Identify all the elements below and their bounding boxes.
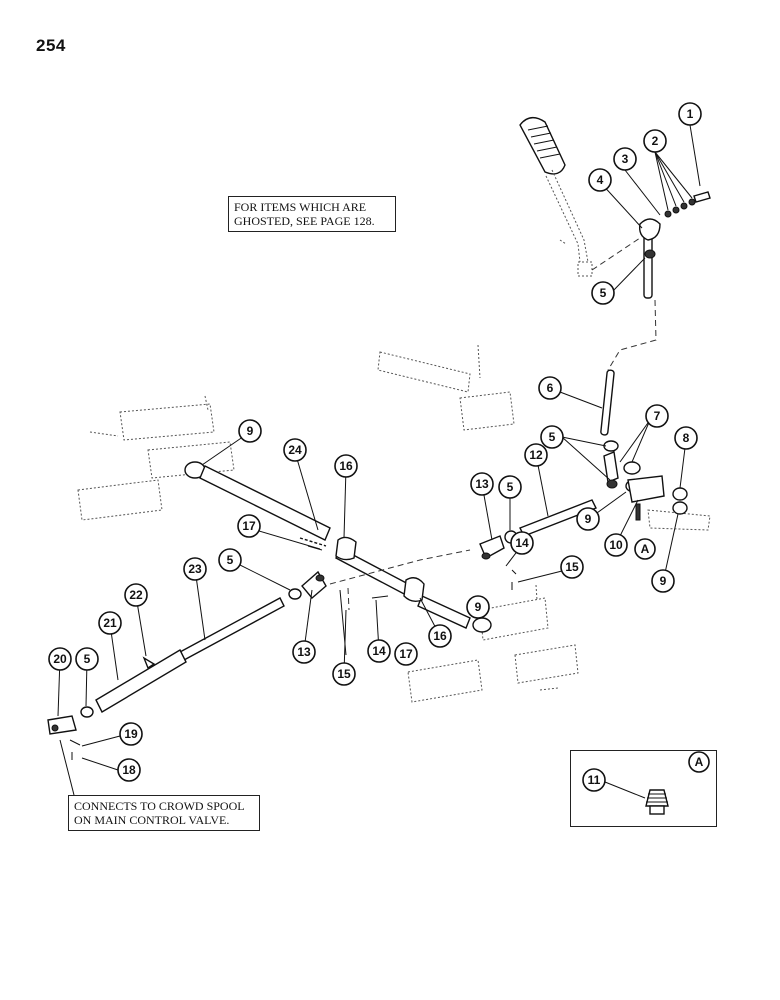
callout-9: 9: [238, 419, 262, 443]
callout-7: 7: [645, 404, 669, 428]
svg-text:16: 16: [433, 629, 447, 643]
callout-14: 14: [367, 639, 391, 663]
callout-9: 9: [466, 595, 490, 619]
page-number: 254: [36, 36, 66, 55]
svg-text:13: 13: [475, 477, 489, 491]
callout-2: 2: [643, 129, 667, 153]
callout-13: 13: [470, 472, 494, 496]
right-linkage: [603, 440, 688, 521]
callout-24: 24: [283, 438, 307, 462]
svg-text:9: 9: [585, 512, 592, 526]
callout-12: 12: [524, 443, 548, 467]
svg-text:18: 18: [122, 763, 136, 777]
callout-22: 22: [124, 583, 148, 607]
svg-text:5: 5: [549, 430, 556, 444]
callout-9: 9: [651, 569, 675, 593]
svg-text:20: 20: [53, 652, 67, 666]
svg-text:14: 14: [372, 644, 386, 658]
callout-14: 14: [510, 531, 534, 555]
callout-18: 18: [117, 758, 141, 782]
callout-16: 16: [428, 624, 452, 648]
control-lever: [519, 117, 593, 277]
callout-11: 11: [582, 768, 606, 792]
svg-text:4: 4: [597, 173, 604, 187]
svg-text:A: A: [695, 755, 704, 769]
callout-15: 15: [560, 555, 584, 579]
callout-5: 5: [498, 475, 522, 499]
svg-text:9: 9: [475, 600, 482, 614]
callout-3: 3: [613, 147, 637, 171]
svg-text:A: A: [641, 542, 650, 556]
svg-text:9: 9: [660, 574, 667, 588]
callout-9: 9: [576, 507, 600, 531]
callout-6: 6: [538, 376, 562, 400]
svg-text:2: 2: [652, 134, 659, 148]
svg-text:10: 10: [609, 538, 623, 552]
svg-text:9: 9: [247, 424, 254, 438]
svg-text:6: 6: [547, 381, 554, 395]
rod-23-21: [47, 545, 517, 760]
svg-text:15: 15: [337, 667, 351, 681]
svg-text:3: 3: [622, 152, 629, 166]
svg-text:5: 5: [600, 286, 607, 300]
callout-5: 5: [591, 281, 615, 305]
callout-10: 10: [604, 533, 628, 557]
svg-text:12: 12: [529, 448, 543, 462]
callout-21: 21: [98, 611, 122, 635]
svg-text:23: 23: [188, 562, 202, 576]
svg-text:22: 22: [129, 588, 143, 602]
svg-text:17: 17: [242, 519, 256, 533]
svg-text:11: 11: [588, 773, 601, 787]
svg-text:5: 5: [84, 652, 91, 666]
callout-17: 17: [237, 514, 261, 538]
callout-A: A: [634, 538, 656, 560]
rod-12: [479, 499, 597, 560]
callout-13: 13: [292, 640, 316, 664]
upper-linkage: [591, 191, 711, 436]
callout-16: 16: [334, 454, 358, 478]
inset-part-11: [645, 789, 669, 815]
callout-8: 8: [674, 426, 698, 450]
leader-lines: [57, 124, 701, 799]
callout-17: 17: [394, 642, 418, 666]
svg-text:15: 15: [565, 560, 579, 574]
svg-text:17: 17: [399, 647, 413, 661]
callout-5: 5: [540, 425, 564, 449]
callout-5: 5: [218, 548, 242, 572]
svg-text:7: 7: [654, 409, 661, 423]
crowd-spool-note: CONNECTS TO CROWD SPOOL ON MAIN CONTROL …: [68, 795, 260, 831]
svg-text:21: 21: [103, 616, 117, 630]
svg-text:1: 1: [687, 107, 694, 121]
svg-text:5: 5: [507, 480, 514, 494]
tube-24: [184, 461, 492, 633]
callout-A: A: [688, 751, 710, 773]
callout-20: 20: [48, 647, 72, 671]
svg-text:24: 24: [288, 443, 302, 457]
callout-1: 1: [678, 102, 702, 126]
svg-text:13: 13: [297, 645, 311, 659]
svg-text:19: 19: [124, 727, 138, 741]
callout-4: 4: [588, 168, 612, 192]
svg-text:8: 8: [683, 431, 690, 445]
callout-19: 19: [119, 722, 143, 746]
callout-15: 15: [332, 662, 356, 686]
svg-text:5: 5: [227, 553, 234, 567]
svg-text:14: 14: [515, 536, 529, 550]
ghosted-parts: [77, 344, 711, 703]
callout-5: 5: [75, 647, 99, 671]
svg-text:16: 16: [339, 459, 353, 473]
ghosted-items-note: FOR ITEMS WHICH ARE GHOSTED, SEE PAGE 12…: [228, 196, 396, 232]
callout-23: 23: [183, 557, 207, 581]
